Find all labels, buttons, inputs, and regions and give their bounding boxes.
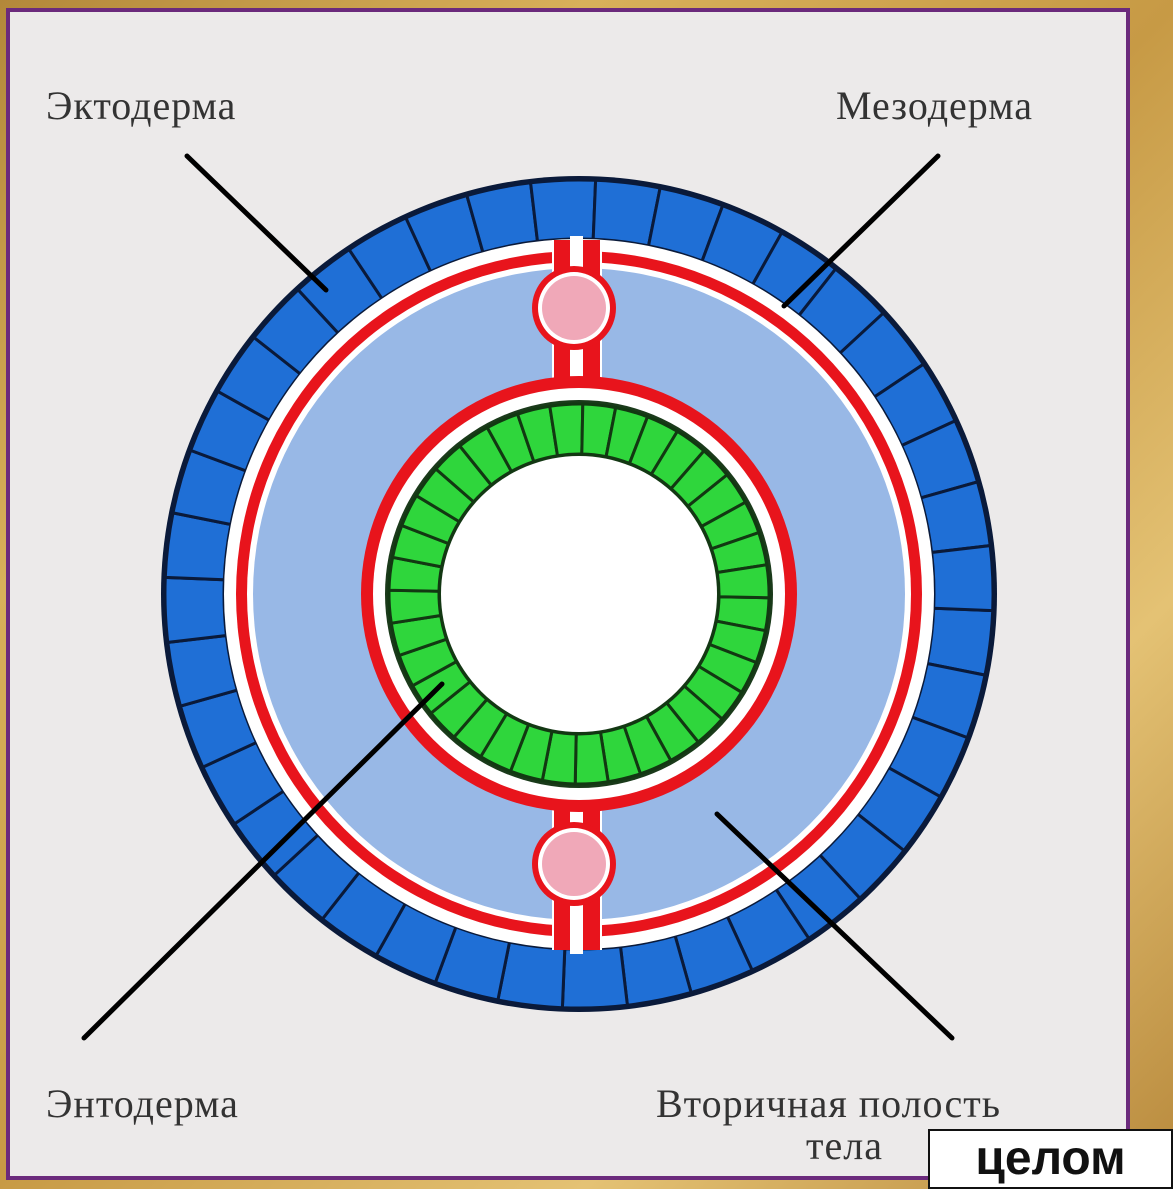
ectoderm-cell: [562, 947, 627, 1008]
label-ectoderm: Эктодерма: [46, 82, 236, 129]
ectoderm-cell: [531, 180, 596, 241]
coelom-cross-section: [10, 12, 1126, 1176]
dorsal-vessel: [542, 276, 606, 340]
ventral-vessel: [542, 832, 606, 896]
label-coelom-line1: Вторичная полость: [656, 1080, 1001, 1127]
coelom-badge: целом: [928, 1129, 1173, 1189]
ectoderm-cell: [165, 577, 226, 642]
leader-line-ectoderm: [187, 156, 326, 290]
diagram-frame: Эктодерма Мезодерма Энтодерма Вторичная …: [6, 8, 1130, 1180]
leader-line-mesoderm: [784, 156, 938, 306]
label-coelom-line2: тела: [806, 1122, 883, 1169]
label-mesoderm: Мезодерма: [836, 82, 1033, 129]
label-endoderm: Энтодерма: [46, 1080, 239, 1127]
ectoderm-cell: [932, 546, 993, 611]
gut-lumen: [441, 456, 717, 732]
